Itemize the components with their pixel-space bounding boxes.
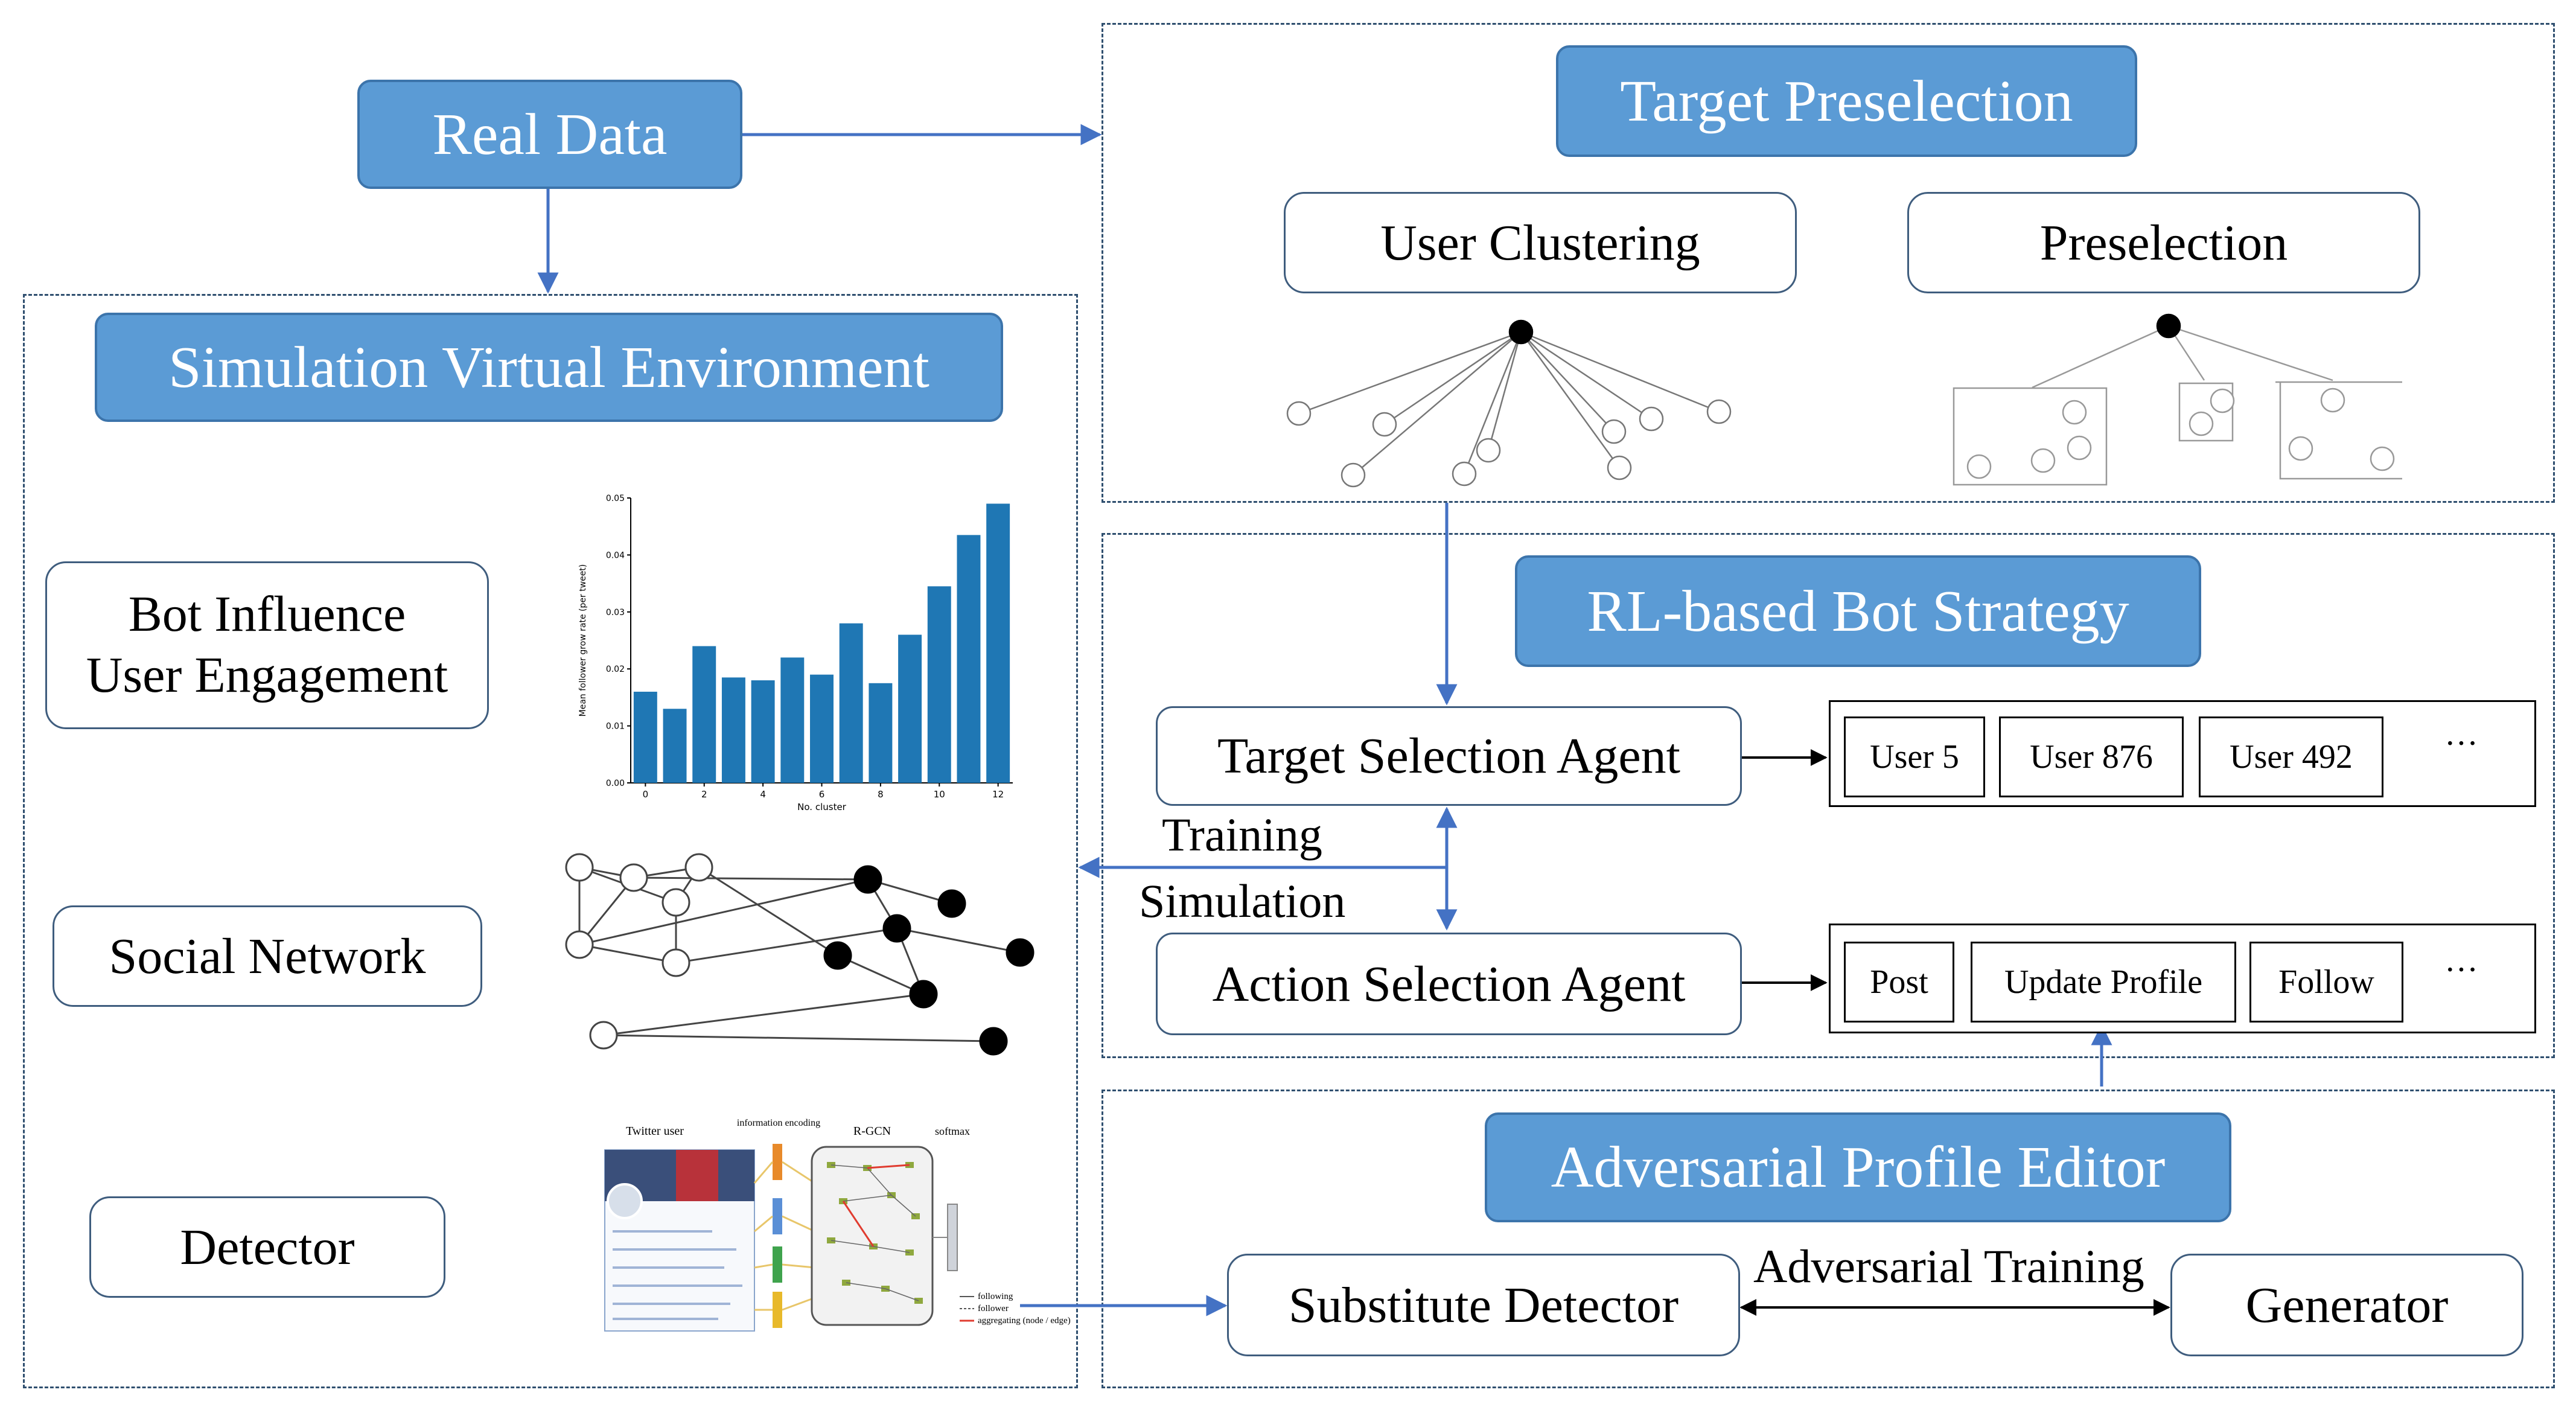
bot-influence-label: Bot Influence: [128, 586, 406, 643]
chart-x-tick-label: 10: [934, 789, 945, 800]
chart-x-tick-label: 12: [992, 789, 1004, 800]
chart-bar: [898, 634, 922, 783]
chart-bar: [721, 677, 745, 783]
chart-bar: [927, 586, 951, 783]
detector-box: Detector: [89, 1196, 445, 1298]
chart-bar: [633, 691, 657, 783]
chart-y-tick-label: 0.02: [606, 665, 625, 674]
target-selection-agent-box: Target Selection Agent: [1156, 706, 1742, 806]
detector-encoding-bars: [773, 1144, 782, 1328]
simulation-environment-title: Simulation Virtual Environment: [95, 313, 1003, 422]
user-clustering-graph: [1286, 319, 1732, 488]
rl-strategy-title: RL-based Bot Strategy: [1515, 555, 2201, 667]
chart-y-label: Mean follower grow rate (per tweet): [578, 564, 588, 717]
target-preselection-title: Target Preselection: [1556, 45, 2137, 157]
bot-influence-box: Bot Influence User Engagement: [45, 561, 489, 729]
chart-y-tick-label: 0.05: [606, 494, 625, 503]
chart-x-tick-label: 2: [701, 789, 707, 800]
flow-arrows: [537, 124, 2112, 1316]
detector-softmax-bar: [947, 1204, 958, 1271]
action-post: Post: [1844, 942, 1954, 1023]
detector-label-twitter-user: Twitter user: [626, 1125, 684, 1138]
user-clustering-box: User Clustering: [1284, 192, 1797, 293]
target-user-5: User 5: [1844, 716, 1985, 797]
adversarial-editor-region: [1101, 1090, 2555, 1388]
detector-legend-following: following: [978, 1292, 1013, 1301]
chart-x-tick-label: 4: [760, 789, 766, 800]
simulation-label: Simulation: [1139, 875, 1346, 927]
simulation-environment-region: [23, 294, 1078, 1388]
chart-bar: [692, 646, 716, 783]
chart-y-tick-label: 0.03: [606, 608, 625, 617]
chart-bar: [663, 709, 687, 783]
chart-x-tick-label: 6: [819, 789, 825, 800]
target-user-876: User 876: [1999, 716, 2184, 797]
adversarial-training-label: Adversarial Training: [1753, 1240, 2144, 1292]
chart-y-tick-label: 0.01: [606, 722, 625, 732]
chart-bar: [957, 535, 981, 783]
detector-label-encoding: information encoding: [737, 1118, 820, 1128]
detector-legend-follower: follower: [978, 1304, 1009, 1313]
real-data-box: Real Data: [357, 80, 742, 189]
chart-bar: [839, 623, 863, 783]
detector-legend-aggregating: aggregating (node / edge): [978, 1316, 1071, 1326]
user-engagement-label: User Engagement: [86, 647, 448, 703]
action-more-ellipsis: ···: [2444, 951, 2478, 989]
detector-label-softmax: softmax: [935, 1125, 970, 1137]
action-selection-agent-box: Action Selection Agent: [1156, 933, 1742, 1035]
chart-bar: [869, 683, 893, 783]
chart-x-label: No. cluster: [797, 802, 847, 812]
action-update-profile: Update Profile: [1971, 942, 2236, 1023]
target-user-492: User 492: [2199, 716, 2383, 797]
target-more-ellipsis: ···: [2444, 725, 2478, 762]
chart-y-tick-label: 0.00: [606, 779, 625, 788]
chart-bar: [751, 680, 775, 783]
chart-y-tick-label: 0.04: [606, 550, 625, 560]
detector-label-rgcn: R-GCN: [853, 1125, 891, 1138]
social-network-box: Social Network: [53, 905, 482, 1007]
substitute-detector-box: Substitute Detector: [1227, 1254, 1740, 1356]
target-preselection-region: [1101, 23, 2555, 503]
chart-x-tick-label: 8: [878, 789, 884, 800]
chart-bar: [986, 503, 1010, 783]
black-arrows: [1739, 749, 2170, 1316]
training-label: Training: [1162, 808, 1322, 861]
chart-bar: [810, 674, 834, 783]
detector-figure: Twitter user information encoding R-GCN …: [604, 1118, 1071, 1332]
generator-box: Generator: [2170, 1254, 2523, 1356]
chart-x-tick-label: 0: [643, 789, 649, 800]
detector-profile-avatar: [607, 1183, 643, 1219]
preselection-graph: [1953, 313, 2402, 486]
preselection-box: Preselection: [1907, 192, 2420, 293]
social-network-graph: [565, 853, 1035, 1056]
action-follow: Follow: [2249, 942, 2403, 1023]
adversarial-editor-title: Adversarial Profile Editor: [1485, 1112, 2231, 1222]
chart-bar: [780, 657, 805, 783]
rl-strategy-region: [1101, 533, 2555, 1058]
